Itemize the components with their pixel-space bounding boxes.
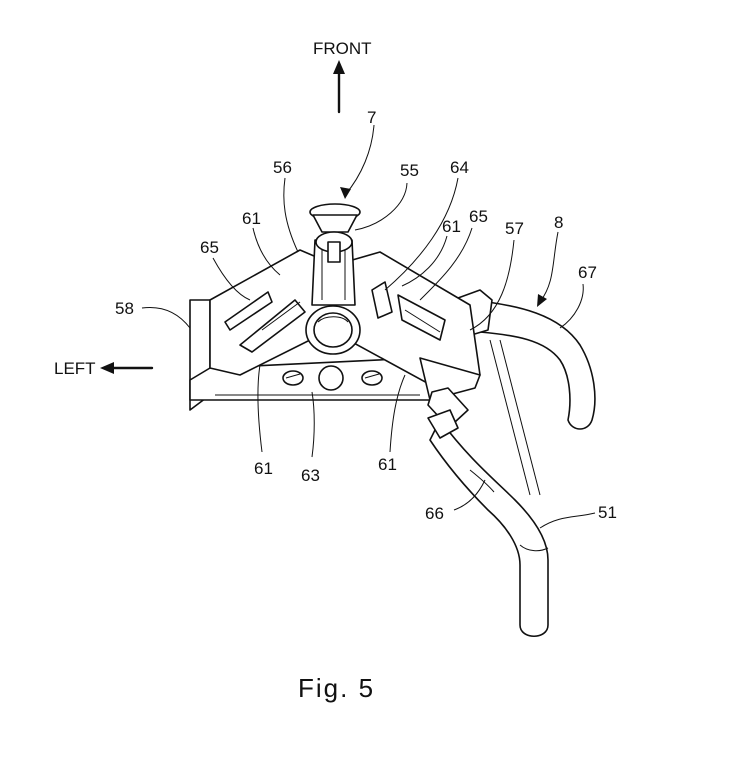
ref-61-bottom-right: 61 bbox=[378, 455, 397, 474]
ref-61-top-left: 61 bbox=[242, 209, 261, 228]
ref-56: 56 bbox=[273, 158, 292, 177]
ref-67: 67 bbox=[578, 263, 597, 282]
front-arrow bbox=[333, 60, 345, 114]
front-label: FRONT bbox=[313, 39, 372, 58]
handle-tube bbox=[429, 339, 549, 638]
bracket-body bbox=[189, 203, 481, 411]
ref-58: 58 bbox=[115, 299, 134, 318]
ref-61-top-right: 61 bbox=[442, 217, 461, 236]
ref-8: 8 bbox=[554, 213, 563, 232]
figure-caption: Fig. 5 bbox=[298, 673, 375, 703]
ref-55: 55 bbox=[400, 161, 419, 180]
ref-63: 63 bbox=[301, 466, 320, 485]
ref-7: 7 bbox=[367, 108, 376, 127]
ref-65-right: 65 bbox=[469, 207, 488, 226]
ref-51: 51 bbox=[598, 503, 617, 522]
left-label: LEFT bbox=[54, 359, 96, 378]
ref-66: 66 bbox=[425, 504, 444, 523]
ref-61-bottom-left: 61 bbox=[254, 459, 273, 478]
left-arrow bbox=[100, 362, 154, 374]
ref-65-left: 65 bbox=[200, 238, 219, 257]
ref-57: 57 bbox=[505, 219, 524, 238]
tube-joint bbox=[427, 387, 469, 439]
ref-64: 64 bbox=[450, 158, 469, 177]
leader-lines bbox=[141, 124, 596, 529]
